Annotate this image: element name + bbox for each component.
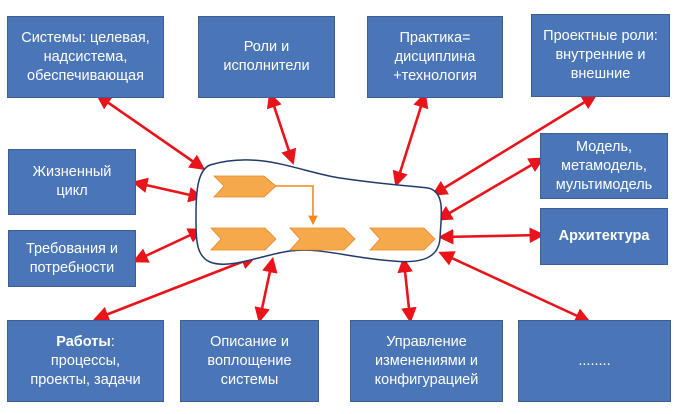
box-practice-label: Практика= дисциплина +технология (393, 29, 477, 84)
arrow-roles (266, 92, 297, 165)
arrow-works (93, 254, 257, 322)
arrow-description (254, 256, 278, 324)
box-architecture: Архитектура (540, 208, 668, 265)
box-requirements: Требования и потребности (8, 230, 136, 287)
box-description: Описание и воплощение системы (180, 320, 319, 402)
box-systems-label: Системы: целевая, надсистема, обеспечива… (21, 29, 150, 84)
box-works-label-bold: Работы (56, 333, 111, 350)
link-top-to-middle (270, 185, 318, 226)
box-more: ........ (518, 320, 671, 402)
chevron-step-2 (210, 227, 277, 251)
box-works-label: Работы: процессы, проекты, задачи (30, 333, 140, 390)
arrow-architecture (437, 227, 546, 245)
box-more-label: ........ (578, 352, 611, 369)
arrow-model (436, 157, 545, 221)
chevron-step-3 (289, 227, 356, 251)
box-requirements-label: Требования и потребности (25, 240, 119, 276)
box-description-label: Описание и воплощение системы (207, 333, 292, 388)
box-project-roles: Проектные роли: внутренние и внешние (531, 14, 670, 97)
arrow-more (438, 251, 591, 323)
arrow-practice (392, 92, 429, 187)
chevron-step-4 (369, 227, 436, 251)
box-lifecycle-label: Жизненный цикл (32, 164, 112, 199)
box-works-label-rest: : процессы, проекты, задачи (30, 333, 141, 388)
connector-arrows (93, 92, 598, 324)
arrow-change-mgmt (397, 256, 417, 324)
box-works: Работы: процессы, проекты, задачи (7, 320, 164, 402)
box-roles: Роли и исполнители (198, 16, 335, 98)
box-systems: Системы: целевая, надсистема, обеспечива… (7, 16, 164, 98)
chevron-step-1 (213, 175, 277, 198)
box-roles-label: Роли и исполнители (223, 39, 310, 74)
box-project-roles-label: Проектные роли: внутренние и внешние (543, 28, 658, 82)
box-change-mgmt-label: Управление изменениями и конфигурацией (374, 333, 479, 388)
box-change-mgmt: Управление изменениями и конфигурацией (350, 320, 503, 402)
box-practice: Практика= дисциплина +технология (367, 16, 503, 98)
arrow-requirements (132, 228, 204, 263)
box-model: Модель, метамодель, мультимодель (540, 133, 668, 199)
arrow-systems (95, 94, 206, 170)
chevron-links (270, 185, 318, 226)
arrow-lifecycle (131, 177, 205, 203)
box-lifecycle: Жизненный цикл (8, 149, 136, 215)
box-model-label: Модель, метамодель, мультимодель (555, 138, 653, 193)
box-architecture-label: Архитектура (558, 228, 650, 244)
process-chevrons (210, 175, 436, 251)
